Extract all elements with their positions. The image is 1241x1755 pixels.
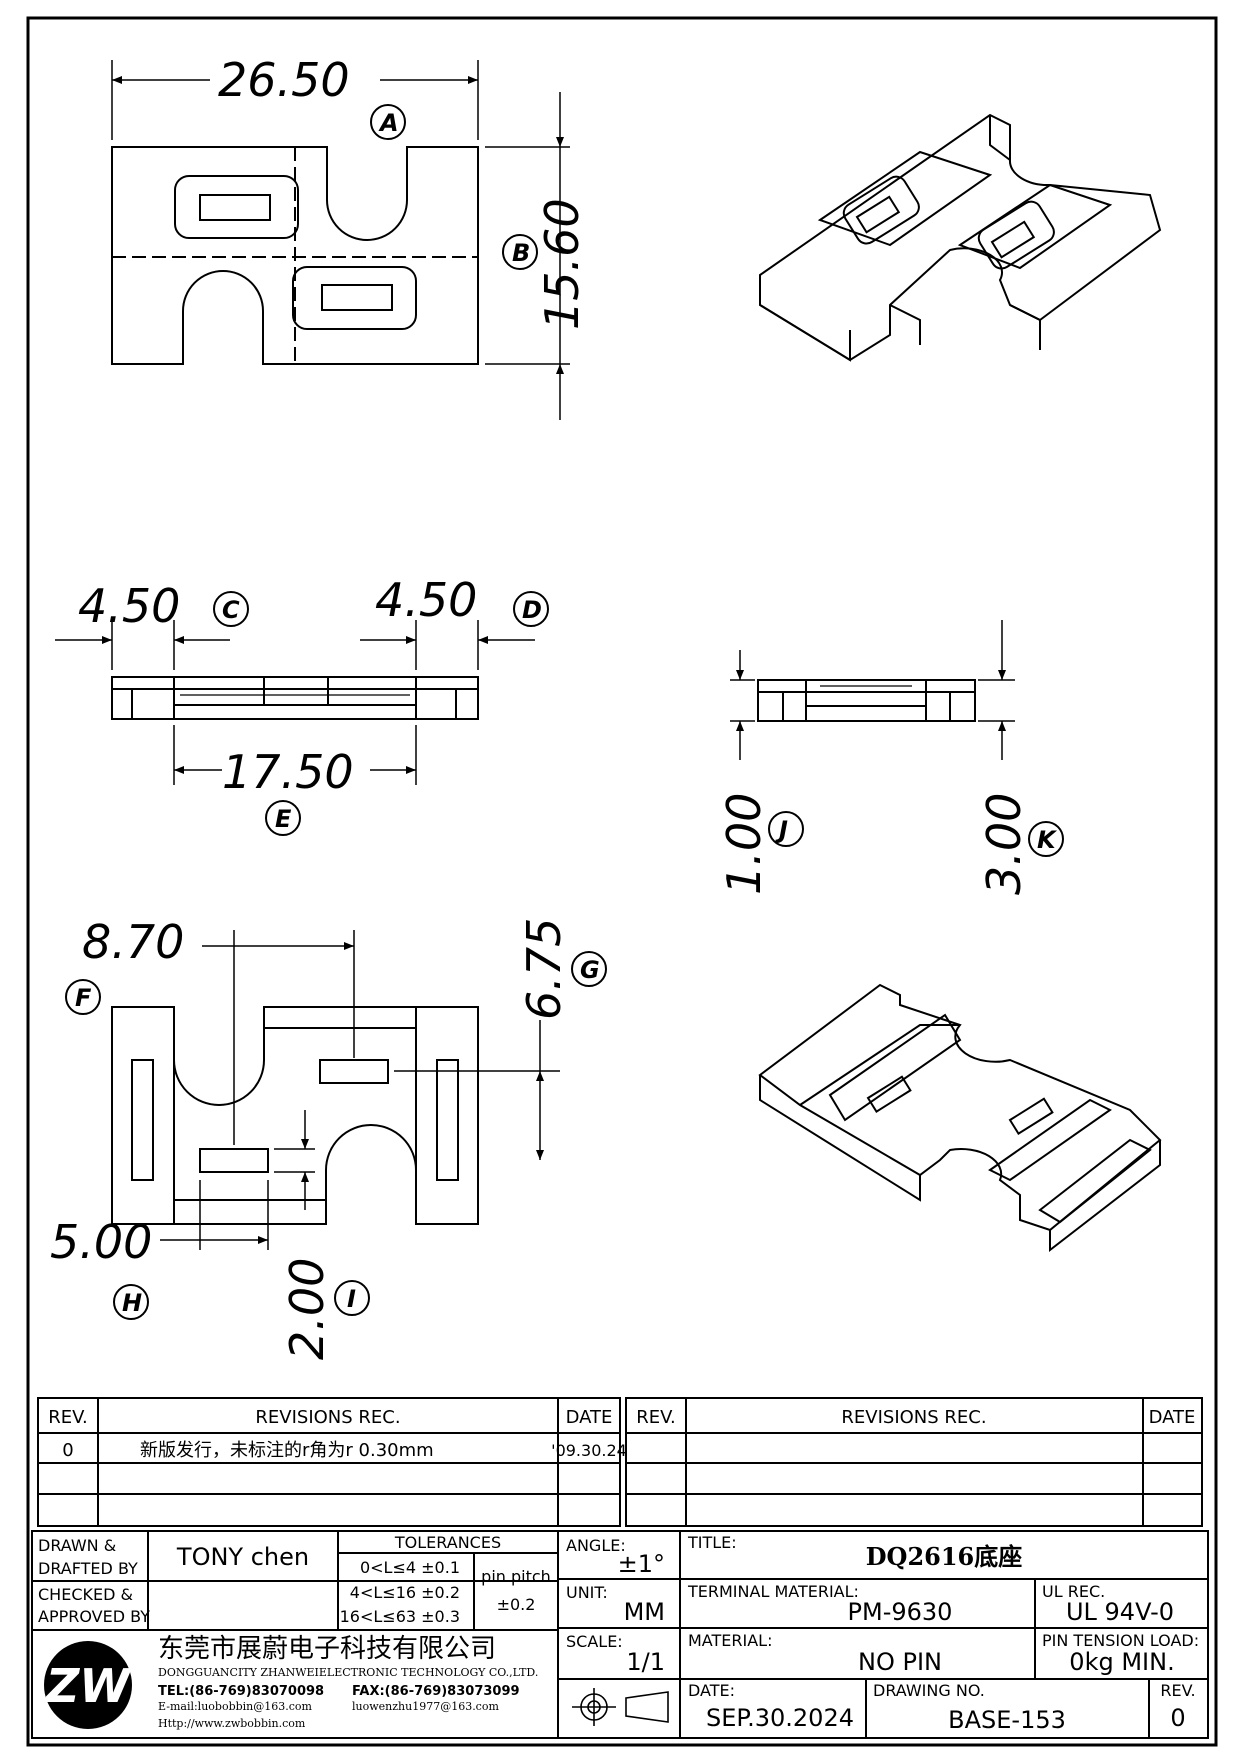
- drawn-by: TONY chen: [176, 1543, 309, 1571]
- company-name-en: DONGGUANCITY ZHANWEIELECTRONIC TECHNOLOG…: [158, 1666, 538, 1679]
- rev-header-date-left: DATE: [566, 1407, 613, 1428]
- scale-label: SCALE:: [566, 1632, 623, 1651]
- projection-symbol-icon: [572, 1688, 669, 1726]
- pin-tension-label: PIN TENSION LOAD:: [1042, 1631, 1199, 1650]
- svg-text:D: D: [522, 596, 542, 624]
- rev-header-rec-right: REVISIONS REC.: [841, 1407, 986, 1428]
- label-e: E: [265, 800, 301, 836]
- label-i: I: [334, 1280, 370, 1316]
- drafted-label: DRAFTED BY: [38, 1559, 138, 1578]
- bottom-view-dimensions: [160, 930, 560, 1250]
- title-value: DQ2616底座: [866, 1542, 1023, 1571]
- dim-bottom-h: 5.00: [50, 1215, 152, 1269]
- company-fax: FAX:(86-769)83073099: [352, 1684, 520, 1699]
- svg-text:F: F: [75, 984, 92, 1012]
- label-c: C: [213, 591, 249, 627]
- rev-row-rev: 0: [62, 1440, 73, 1461]
- terminal-value: PM-9630: [848, 1598, 953, 1626]
- end-view-dimensions: [730, 620, 1015, 760]
- angle-value: ±1°: [618, 1550, 665, 1578]
- svg-text:A: A: [378, 109, 399, 137]
- dim-end-k: 3.00: [977, 793, 1031, 895]
- rev-row-rec: 新版发行，未标注的r角为r 0.30mm: [140, 1440, 434, 1461]
- svg-text:H: H: [122, 1289, 142, 1317]
- dim-bottom-i: 2.00: [280, 1258, 334, 1360]
- svg-text:G: G: [580, 956, 600, 984]
- tolerances-label: TOLERANCES: [394, 1533, 501, 1552]
- title-block-grid: [31, 1530, 1209, 1739]
- drawn-label: DRAWN &: [38, 1536, 116, 1555]
- company-name-cn: 东莞市展蔚电子科技有限公司: [158, 1634, 496, 1664]
- company-web: Http://www.zwbobbin.com: [158, 1717, 306, 1730]
- material-label: MATERIAL:: [688, 1631, 772, 1650]
- ul-value: UL 94V-0: [1066, 1598, 1174, 1626]
- rev-header-rec-left: REVISIONS REC.: [255, 1407, 400, 1428]
- rev-header-date-right: DATE: [1149, 1407, 1196, 1428]
- side-view-dimensions: [55, 620, 535, 785]
- company-tel: TEL:(86-769)83070098: [158, 1684, 324, 1699]
- pin-pitch-tol: ±0.2: [497, 1595, 536, 1614]
- dim-end-j: 1.00: [717, 793, 771, 895]
- tolerance-row-3: 16<L≤63 ±0.3: [340, 1607, 460, 1626]
- dim-side-c: 4.50: [78, 579, 180, 633]
- drawing-no-value: BASE-153: [948, 1706, 1066, 1734]
- sheet-border: [26, 16, 1218, 1747]
- unit-value: MM: [624, 1598, 665, 1626]
- iso-view-bottom: [758, 983, 1162, 1253]
- label-g: G: [571, 951, 607, 987]
- side-view: [111, 676, 479, 720]
- scale-value: 1/1: [626, 1648, 665, 1676]
- bottom-view: [111, 1006, 479, 1225]
- svg-text:B: B: [512, 239, 530, 267]
- company-logo-icon: ZW: [44, 1641, 132, 1729]
- angle-label: ANGLE:: [566, 1536, 626, 1555]
- label-a: A: [370, 104, 406, 140]
- dim-side-e: 17.50: [222, 745, 354, 799]
- rev-value: 0: [1170, 1704, 1185, 1732]
- ul-label: UL REC.: [1042, 1582, 1105, 1601]
- iso-view-top: [759, 113, 1162, 362]
- company-email-1: E-mail:luobobbin@163.com: [158, 1700, 313, 1713]
- rev-label: REV.: [1160, 1681, 1195, 1700]
- label-d: D: [513, 591, 549, 627]
- checked-label: CHECKED &: [38, 1585, 133, 1604]
- svg-text:ZW: ZW: [44, 1659, 132, 1713]
- drawing-no-label: DRAWING NO.: [873, 1681, 985, 1700]
- svg-text:I: I: [347, 1285, 356, 1313]
- svg-text:K: K: [1037, 826, 1058, 854]
- top-view: [111, 146, 479, 365]
- dim-top-width: 26.50: [218, 53, 350, 107]
- end-view: [757, 679, 976, 722]
- svg-text:E: E: [275, 805, 292, 833]
- tolerance-row-1: 0<L≤4 ±0.1: [360, 1558, 460, 1577]
- approved-label: APPROVED BY: [38, 1607, 150, 1626]
- label-b: B: [502, 234, 538, 270]
- tolerance-row-2: 4<L≤16 ±0.2: [350, 1583, 460, 1602]
- rev-header-rev-right: REV.: [636, 1407, 676, 1428]
- pin-tension-value: 0kg MIN.: [1069, 1648, 1174, 1676]
- material-value: NO PIN: [858, 1648, 942, 1676]
- top-view-dimensions: [111, 60, 570, 420]
- dim-bottom-g: 6.75: [517, 918, 571, 1020]
- rev-header-rev-left: REV.: [48, 1407, 88, 1428]
- label-k: K: [1028, 821, 1064, 857]
- svg-text:C: C: [222, 596, 240, 624]
- svg-text:J: J: [775, 816, 788, 844]
- label-h: H: [113, 1284, 149, 1320]
- dim-bottom-f: 8.70: [82, 915, 184, 969]
- company-email-2: luowenzhu1977@163.com: [352, 1700, 499, 1713]
- dim-top-height: 15.60: [535, 198, 589, 330]
- pin-pitch-label: pin pitch: [481, 1567, 551, 1586]
- date-value: SEP.30.2024: [706, 1704, 854, 1732]
- title-label: TITLE:: [687, 1533, 737, 1552]
- date-label: DATE:: [688, 1681, 735, 1700]
- dim-side-d: 4.50: [375, 573, 477, 627]
- label-f: F: [65, 979, 101, 1015]
- unit-label: UNIT:: [566, 1583, 608, 1602]
- label-j: J: [768, 811, 804, 847]
- rev-row-date: '09.30.24: [551, 1441, 627, 1460]
- terminal-label: TERMINAL MATERIAL:: [687, 1582, 859, 1601]
- revisions-table-grid: [37, 1397, 1203, 1527]
